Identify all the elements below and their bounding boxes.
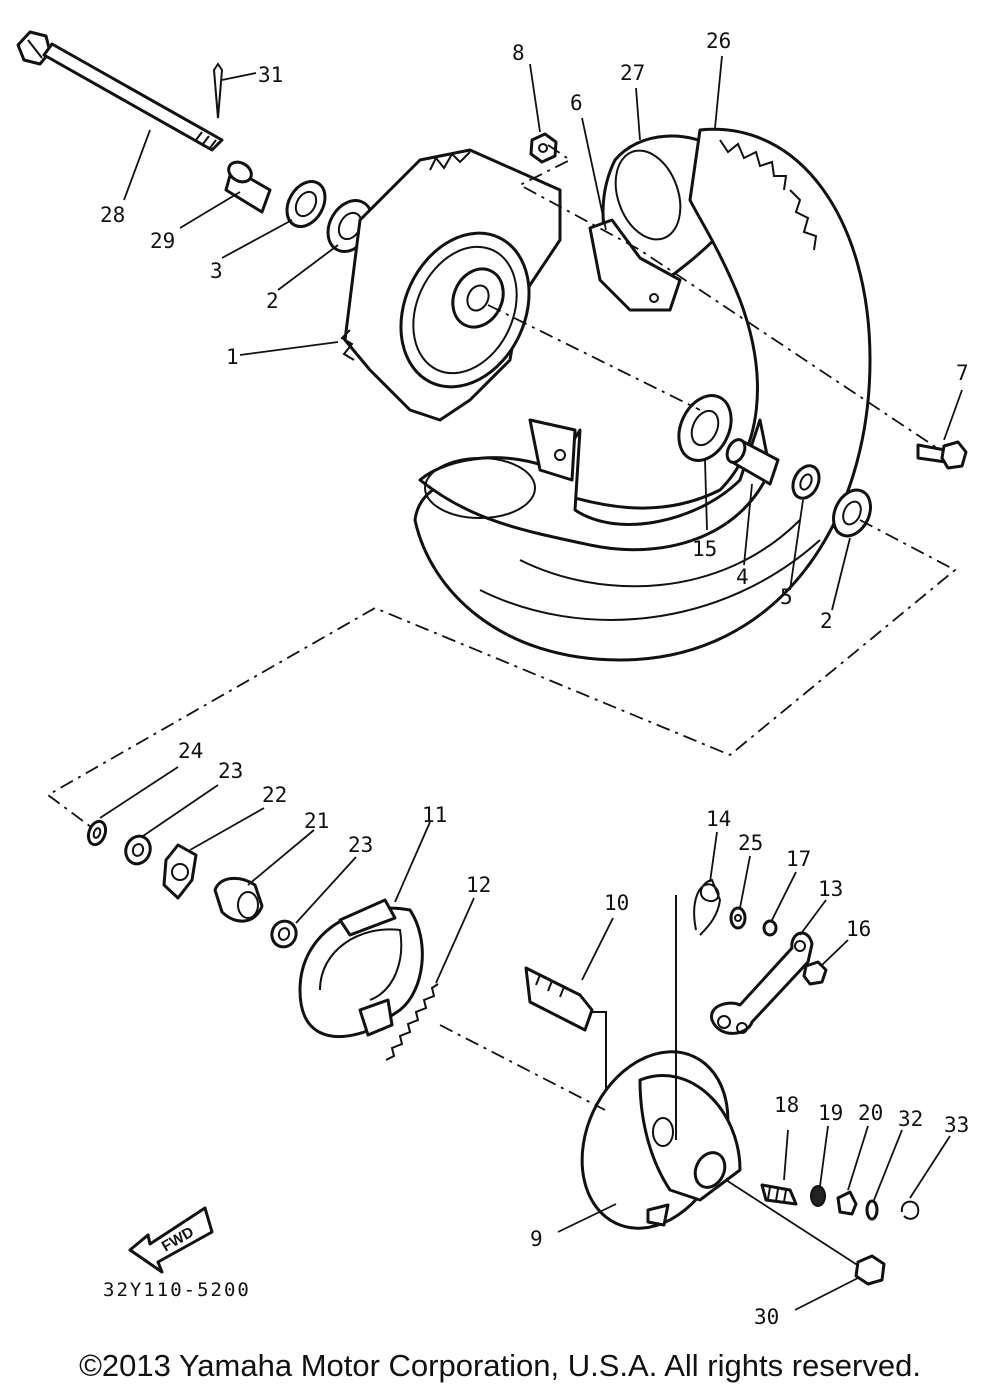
fwd-arrow-icon: FWD (128, 1206, 214, 1274)
washer-24 (86, 819, 108, 847)
callout-23-a: 23 (218, 759, 243, 783)
callout-22: 22 (262, 783, 287, 807)
callout-25: 25 (738, 831, 763, 855)
camshaft (524, 966, 594, 1032)
shoes-to-panel-line (439, 1024, 606, 1111)
callout-21: 21 (304, 809, 329, 833)
bearing-3 (285, 180, 327, 228)
spring-19 (810, 1185, 826, 1207)
clip-33 (900, 1200, 920, 1220)
valve-centerline (518, 144, 941, 451)
axle-spacer (224, 160, 272, 214)
callout-17: 17 (786, 847, 811, 871)
diagram-code: 32Y110-5200 (103, 1279, 251, 1301)
brake-arm-13 (710, 931, 814, 1035)
rim-bolt (916, 440, 968, 470)
cotter-pin (212, 62, 224, 119)
camshaft-line (592, 1011, 607, 1095)
callout-12: 12 (466, 873, 491, 897)
callout-28: 28 (100, 203, 125, 227)
rim-lower (418, 418, 772, 552)
callout-13: 13 (818, 877, 843, 901)
callout-4: 4 (736, 565, 749, 589)
copyright-notice: ©2013 Yamaha Motor Corporation, U.S.A. A… (79, 1348, 921, 1383)
brake-shoes (298, 898, 424, 1038)
nut-30 (854, 1254, 886, 1286)
axle-centerline (46, 304, 957, 831)
spacer-collar (791, 464, 821, 500)
callout-20: 20 (858, 1101, 883, 1125)
wheel-hub (340, 148, 562, 422)
callout-30: 30 (754, 1305, 779, 1329)
exploded-view-svg: FWD 32Y110-5200 (16, 29, 969, 1329)
callout-2-lower: 2 (820, 609, 833, 633)
valve-nut (529, 132, 558, 164)
callout-18: 18 (774, 1093, 799, 1117)
callout-8: 8 (512, 41, 525, 65)
callout-26: 26 (706, 29, 731, 53)
adjuster-18 (760, 1183, 798, 1206)
callout-2-upper: 2 (266, 289, 279, 313)
callout-24: 24 (178, 739, 203, 763)
brake-panel (580, 1050, 742, 1230)
indicator-plate-22 (162, 843, 198, 900)
callout-1: 1 (226, 345, 239, 369)
callout-23-b: 23 (348, 833, 373, 857)
callout-9: 9 (530, 1227, 543, 1251)
callout-27: 27 (620, 61, 645, 85)
callout-6: 6 (570, 91, 583, 115)
brake-spring (385, 983, 439, 1061)
hub-spacer (725, 438, 780, 486)
brake-cam-21 (213, 876, 264, 923)
callout-33: 33 (944, 1113, 969, 1137)
callout-31: 31 (258, 63, 283, 87)
callout-15: 15 (692, 537, 717, 561)
bearing-15 (677, 394, 733, 462)
bolt-16 (802, 960, 828, 986)
callout-11: 11 (422, 803, 447, 827)
callout-7: 7 (956, 361, 969, 385)
nut-20 (836, 1190, 858, 1216)
washer-23-b (270, 919, 298, 949)
callout-3: 3 (210, 259, 223, 283)
bearing-2-lower (832, 488, 872, 538)
callout-numbers: 31 28 29 3 2 1 8 6 27 26 7 15 4 5 2 24 2… (100, 29, 969, 1329)
callout-19: 19 (818, 1101, 843, 1125)
leader-lines (99, 55, 963, 1311)
axle-bolt (16, 30, 224, 152)
ring-32 (865, 1199, 879, 1221)
callout-14: 14 (706, 807, 731, 831)
washer-17 (762, 919, 778, 937)
callout-32: 32 (898, 1107, 923, 1131)
callout-16: 16 (846, 917, 871, 941)
rim-band (588, 218, 682, 312)
adjuster-axis-line (725, 1179, 863, 1269)
callout-29: 29 (150, 229, 175, 253)
washer-25 (729, 906, 747, 930)
return-spring-14 (693, 878, 722, 936)
callout-10: 10 (604, 891, 629, 915)
washer-23-a (124, 834, 152, 866)
callout-5: 5 (780, 585, 793, 609)
